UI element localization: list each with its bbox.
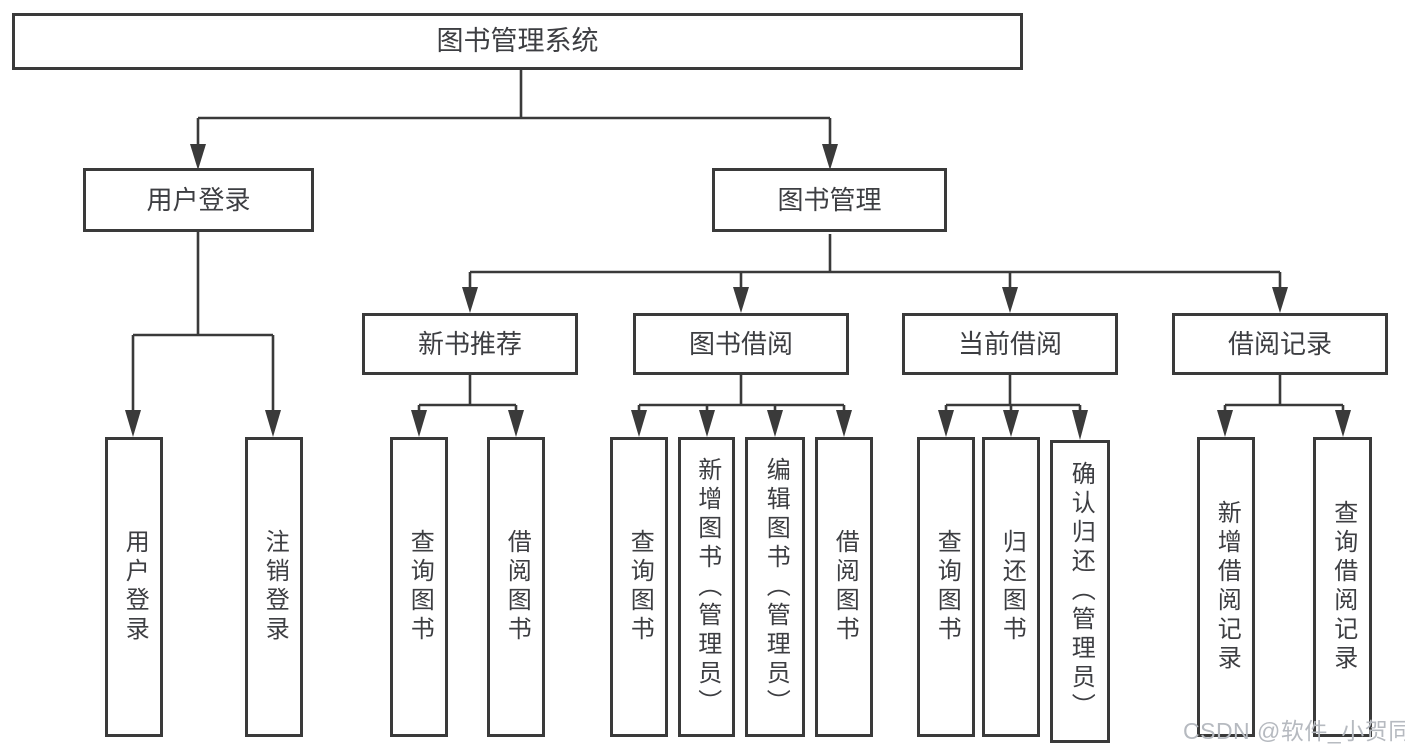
node-book-borrow: 图书借阅 bbox=[633, 313, 849, 375]
leaf-label: 查询借阅记录 bbox=[1329, 500, 1357, 674]
leaf-label: 新增借阅记录 bbox=[1213, 500, 1241, 674]
leaf-label: 查询图书 bbox=[406, 529, 434, 645]
leaf-newbooks-borrow-books: 借阅图书 bbox=[487, 437, 545, 737]
node-label: 用户登录 bbox=[146, 185, 251, 215]
node-new-book-recommend: 新书推荐 bbox=[362, 313, 578, 375]
leaf-label: 借阅图书 bbox=[503, 529, 531, 645]
leaf-borrow-add-books-admin: 新增图书（管理员） bbox=[678, 437, 735, 737]
leaf-newbooks-query-books: 查询图书 bbox=[390, 437, 448, 737]
node-label: 图书借阅 bbox=[688, 329, 793, 359]
csdn-watermark: CSDN @软件_小贺同学 bbox=[1183, 718, 1405, 744]
node-label: 借阅记录 bbox=[1227, 329, 1332, 359]
node-borrow-records: 借阅记录 bbox=[1172, 313, 1388, 375]
node-book-management: 图书管理 bbox=[712, 168, 947, 232]
leaf-label: 借阅图书 bbox=[831, 529, 859, 645]
node-label: 新书推荐 bbox=[417, 329, 522, 359]
leaf-records-add-borrow-record: 新增借阅记录 bbox=[1197, 437, 1255, 737]
leaf-user-login: 用户登录 bbox=[105, 437, 163, 737]
leaf-label: 新增图书（管理员） bbox=[693, 456, 721, 718]
leaf-user-logout: 注销登录 bbox=[245, 437, 303, 737]
node-current-borrow: 当前借阅 bbox=[902, 313, 1118, 375]
leaf-label: 归还图书 bbox=[998, 529, 1026, 645]
arrowheads bbox=[125, 144, 1351, 440]
node-label: 当前借阅 bbox=[957, 329, 1062, 359]
node-label: 图书管理 bbox=[777, 185, 882, 215]
leaf-label: 用户登录 bbox=[121, 529, 149, 645]
node-root-library-system: 图书管理系统 bbox=[12, 13, 1023, 70]
leaf-borrow-query-books: 查询图书 bbox=[610, 437, 668, 737]
node-label: 图书管理系统 bbox=[436, 26, 599, 56]
leaf-records-query-borrow-record: 查询借阅记录 bbox=[1313, 437, 1372, 737]
leaf-label: 查询图书 bbox=[626, 529, 654, 645]
leaf-current-query-books: 查询图书 bbox=[917, 437, 975, 737]
leaf-label: 编辑图书（管理员） bbox=[762, 456, 790, 718]
leaf-label: 查询图书 bbox=[933, 529, 961, 645]
leaf-label: 确认归还（管理员） bbox=[1067, 461, 1095, 722]
node-user-login: 用户登录 bbox=[83, 168, 314, 232]
leaf-label: 注销登录 bbox=[261, 529, 289, 645]
leaf-borrow-edit-books-admin: 编辑图书（管理员） bbox=[745, 437, 805, 737]
leaf-borrow-borrow-books: 借阅图书 bbox=[815, 437, 873, 737]
leaf-current-confirm-return-admin: 确认归还（管理员） bbox=[1050, 440, 1110, 743]
leaf-current-return-books: 归还图书 bbox=[982, 437, 1040, 737]
